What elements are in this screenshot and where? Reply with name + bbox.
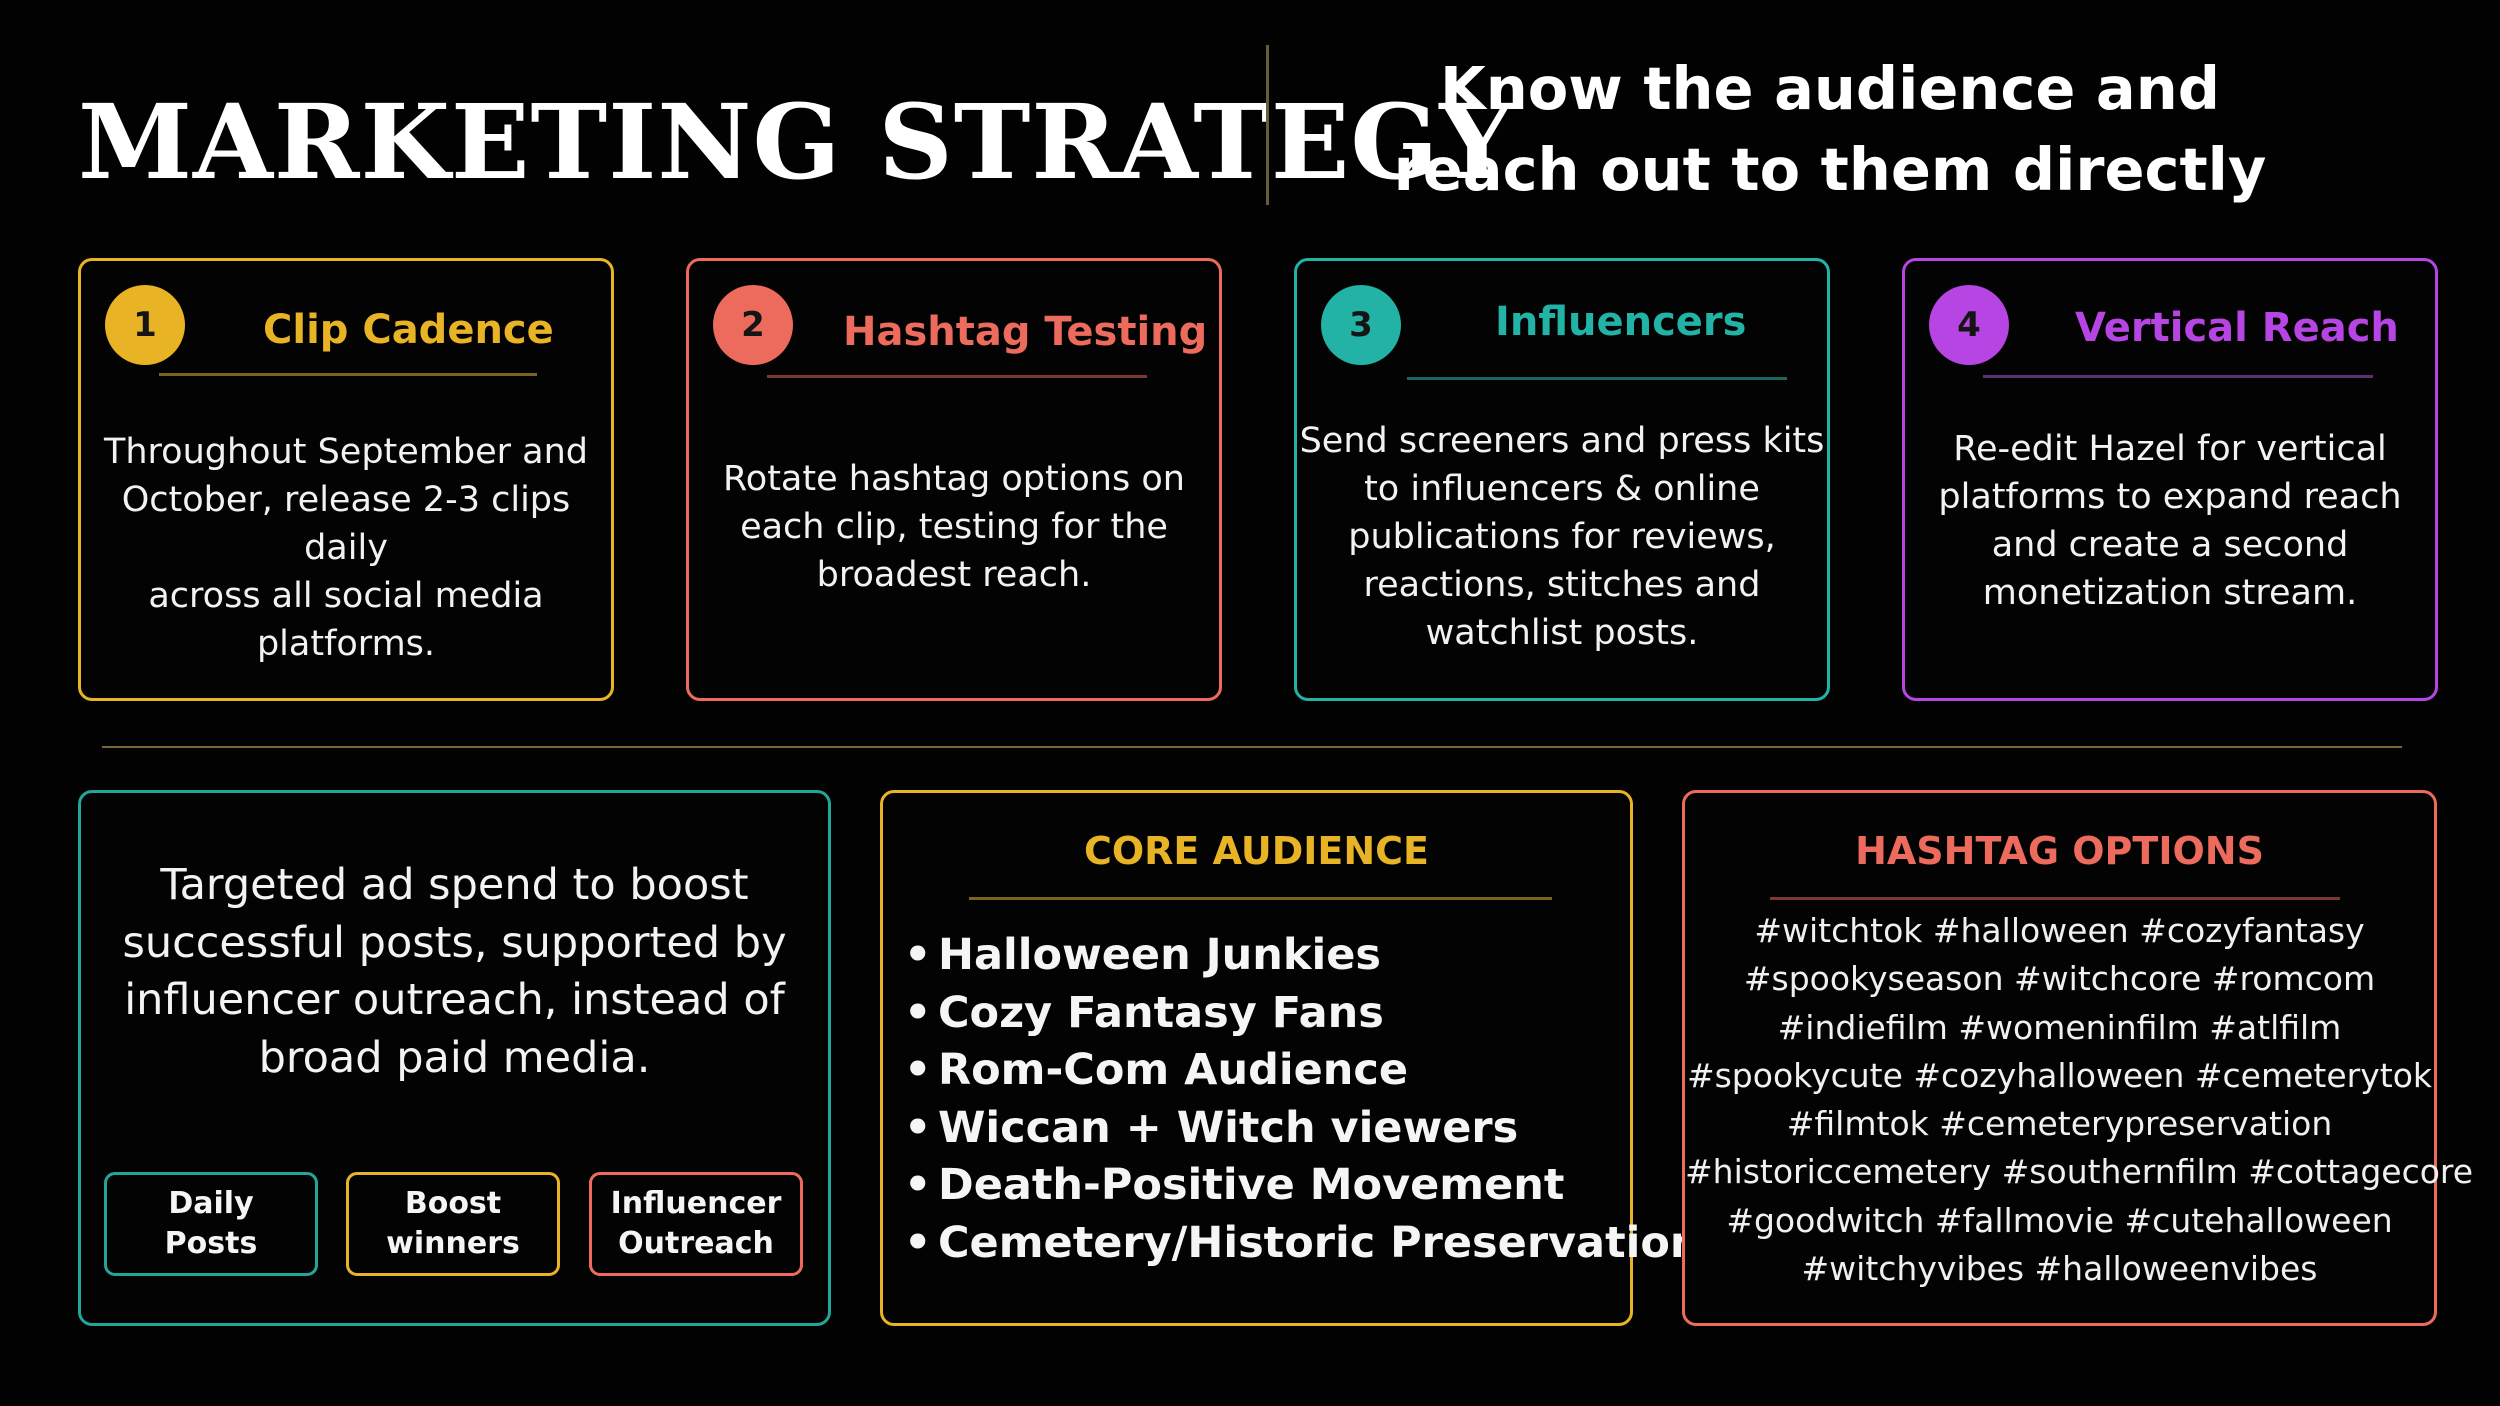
list-item: Cemetery/Historic Preservation xyxy=(904,1215,1701,1273)
title-underline xyxy=(1770,897,2340,900)
pill-boost-winners: Boost winners xyxy=(346,1172,560,1276)
list-item: Wiccan + Witch viewers xyxy=(904,1100,1624,1158)
number-badge: 4 xyxy=(1929,285,2009,365)
ad-spend-description: Targeted ad spend to boost successful po… xyxy=(81,857,828,1087)
description-line: and create a second xyxy=(1991,525,2349,565)
description-line: Throughout September and xyxy=(103,432,589,472)
description-line: Send screeners and press kits xyxy=(1299,421,1825,461)
title-underline xyxy=(1983,375,2373,378)
description-line: October, release 2-3 clips daily xyxy=(121,480,571,568)
core-audience-title: CORE AUDIENCE xyxy=(1083,829,1430,873)
title-underline xyxy=(1407,377,1787,380)
card-hashtag-testing: 2 Hashtag Testing Rotate hashtag options… xyxy=(686,258,1222,701)
tagline: Know the audience and reach out to them … xyxy=(1380,48,2280,218)
tagline-line: Know the audience and xyxy=(1440,54,2220,123)
pill-label: Boost xyxy=(404,1186,502,1221)
description-line: Re-edit Hazel for vertical xyxy=(1953,429,2387,469)
number-badge: 2 xyxy=(713,285,793,365)
description-line: influencer outreach, instead of xyxy=(124,975,785,1025)
pill-label: Influencer xyxy=(610,1186,782,1221)
description-line: watchlist posts. xyxy=(1425,613,1699,653)
title-underline xyxy=(767,375,1147,378)
number-badge: 1 xyxy=(105,285,185,365)
hashtag-options-title: HASHTAG OPTIONS xyxy=(1855,829,2264,873)
card-title: Hashtag Testing xyxy=(843,309,1208,355)
description-line: platforms. xyxy=(256,624,436,664)
card-core-audience: CORE AUDIENCE Halloween Junkies Cozy Fan… xyxy=(880,790,1701,1326)
card-title: Vertical Reach xyxy=(2075,305,2399,351)
pill-label: Daily xyxy=(168,1186,254,1221)
list-item: Cozy Fantasy Fans xyxy=(904,985,1624,1043)
card-influencers: 3 Influencers Send screeners and press k… xyxy=(1294,258,1830,701)
description-line: Rotate hashtag options on xyxy=(723,459,1185,499)
description-line: each clip, testing for the xyxy=(740,507,1168,547)
hashtag-line: #spookycute #cozyhalloween #cemeterytok xyxy=(1686,1055,2433,1095)
card-title: Clip Cadence xyxy=(263,307,554,353)
description-line: Targeted ad spend to boost xyxy=(160,860,749,910)
description-line: platforms to expand reach xyxy=(1938,477,2402,517)
card-ad-spend: Targeted ad spend to boost successful po… xyxy=(78,790,831,1326)
hashtag-line: #spookyseason #witchcore #romcom xyxy=(1743,959,2376,999)
description-line: broad paid media. xyxy=(258,1032,651,1083)
card-title: Influencers xyxy=(1495,299,1747,345)
hashtag-line: #witchtok #halloween #cozyfantasy xyxy=(1754,911,2365,950)
title-underline xyxy=(969,897,1552,900)
hashtag-line: #witchyvibes #halloweenvibes xyxy=(1801,1249,2318,1289)
description-line: publications for reviews, xyxy=(1348,517,1776,557)
hashtag-line: #indiefilm #womeninfilm #atlfilm xyxy=(1777,1007,2342,1047)
description-line: monetization stream. xyxy=(1982,573,2358,613)
description-line: successful posts, supported by xyxy=(122,917,787,968)
card-description: Rotate hashtag options on each clip, tes… xyxy=(689,455,1219,599)
pill-label: Posts xyxy=(164,1226,258,1261)
tagline-line: reach out to them directly xyxy=(1393,135,2267,204)
section-divider xyxy=(102,746,2402,748)
description-line: broadest reach. xyxy=(816,555,1092,595)
list-item: Death-Positive Movement xyxy=(904,1157,1624,1215)
card-vertical-reach: 4 Vertical Reach Re-edit Hazel for verti… xyxy=(1902,258,2438,701)
number-badge: 3 xyxy=(1321,285,1401,365)
hashtag-line: #goodwitch #fallmovie #cutehalloween xyxy=(1726,1200,2393,1240)
list-item: Rom-Com Audience xyxy=(904,1042,1624,1100)
core-audience-list: Halloween Junkies Cozy Fantasy Fans Rom-… xyxy=(904,927,1701,1273)
hashtag-line: #historiccemetery #southernfilm #cottage… xyxy=(1685,1152,2474,1192)
description-line: across all social media xyxy=(148,576,544,616)
hashtag-list: #witchtok #halloween #cozyfantasy #spook… xyxy=(1685,907,2474,1293)
header-divider xyxy=(1266,45,1269,205)
pill-label: Outreach xyxy=(618,1226,774,1261)
card-clip-cadence: 1 Clip Cadence Throughout September and … xyxy=(78,258,614,701)
card-description: Re-edit Hazel for vertical platforms to … xyxy=(1905,425,2435,617)
card-description: Throughout September and October, releas… xyxy=(81,428,611,668)
list-item: Halloween Junkies xyxy=(904,927,1624,985)
card-hashtag-options: HASHTAG OPTIONS #witchtok #halloween #co… xyxy=(1682,790,2474,1326)
card-description: Send screeners and press kits to influen… xyxy=(1297,417,1827,657)
description-line: to influencers & online xyxy=(1364,469,1760,509)
page-title: MARKETING STRATEGY xyxy=(78,82,1514,203)
pill-label: winners xyxy=(386,1226,520,1261)
hashtag-line: #filmtok #cemeterypreservation xyxy=(1786,1104,2333,1144)
title-underline xyxy=(159,373,537,376)
description-line: reactions, stitches and xyxy=(1363,565,1761,605)
